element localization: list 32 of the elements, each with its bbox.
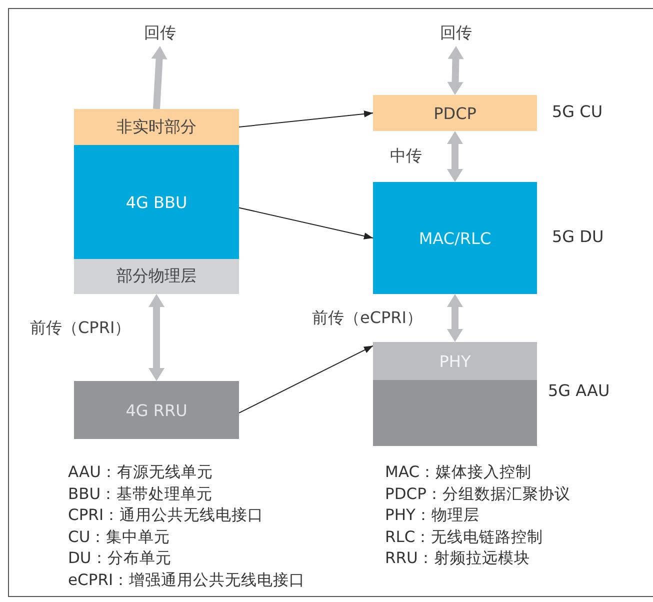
unit-box	[373, 342, 537, 446]
mapping-arrow	[238, 207, 374, 240]
glossary-entry: DU：分布单元	[68, 548, 172, 568]
glossary-entry: RRU：射频拉远模块	[385, 548, 530, 568]
link-arrow	[447, 294, 463, 342]
glossary-entry: MAC：媒体接入控制	[385, 462, 532, 482]
endpoint-text: 回传	[136, 20, 184, 46]
glossary-entry: CPRI：通用公共无线电接口	[68, 505, 264, 525]
link-arrow	[447, 131, 463, 182]
layer-label: 5G DU	[552, 227, 604, 246]
unit-box: 4G RRU	[74, 381, 239, 439]
mapping-arrow	[238, 345, 374, 414]
unit-box: PDCP	[373, 95, 537, 131]
layer-label: 5G CU	[552, 102, 603, 121]
link-arrow	[151, 46, 168, 110]
mapping-arrow	[238, 110, 374, 128]
layer-box: 4G BBU	[74, 145, 239, 259]
glossary-entry: BBU：基带处理单元	[68, 484, 213, 504]
glossary-entry: PHY：物理层	[385, 505, 480, 525]
glossary-entry: RLC：无线电链路控制	[385, 526, 544, 546]
link-arrow	[447, 46, 464, 95]
glossary-entry: CU：集中单元	[68, 526, 170, 546]
layer-box: 部分物理层	[74, 259, 239, 294]
glossary-entry: eCPRI：增强通用公共无线电接口	[68, 570, 306, 590]
layer-box: 非实时部分	[74, 109, 239, 145]
endpoint-text: 回传	[432, 20, 480, 46]
layer-label: 5G AAU	[548, 381, 610, 400]
glossary-entry: PDCP：分组数据汇聚协议	[385, 484, 570, 504]
layer-box: PHY	[373, 342, 537, 380]
glossary-entry: AAU：有源无线单元	[68, 462, 213, 482]
link-arrow	[148, 294, 164, 381]
unit-box: MAC/RLC	[373, 182, 537, 294]
